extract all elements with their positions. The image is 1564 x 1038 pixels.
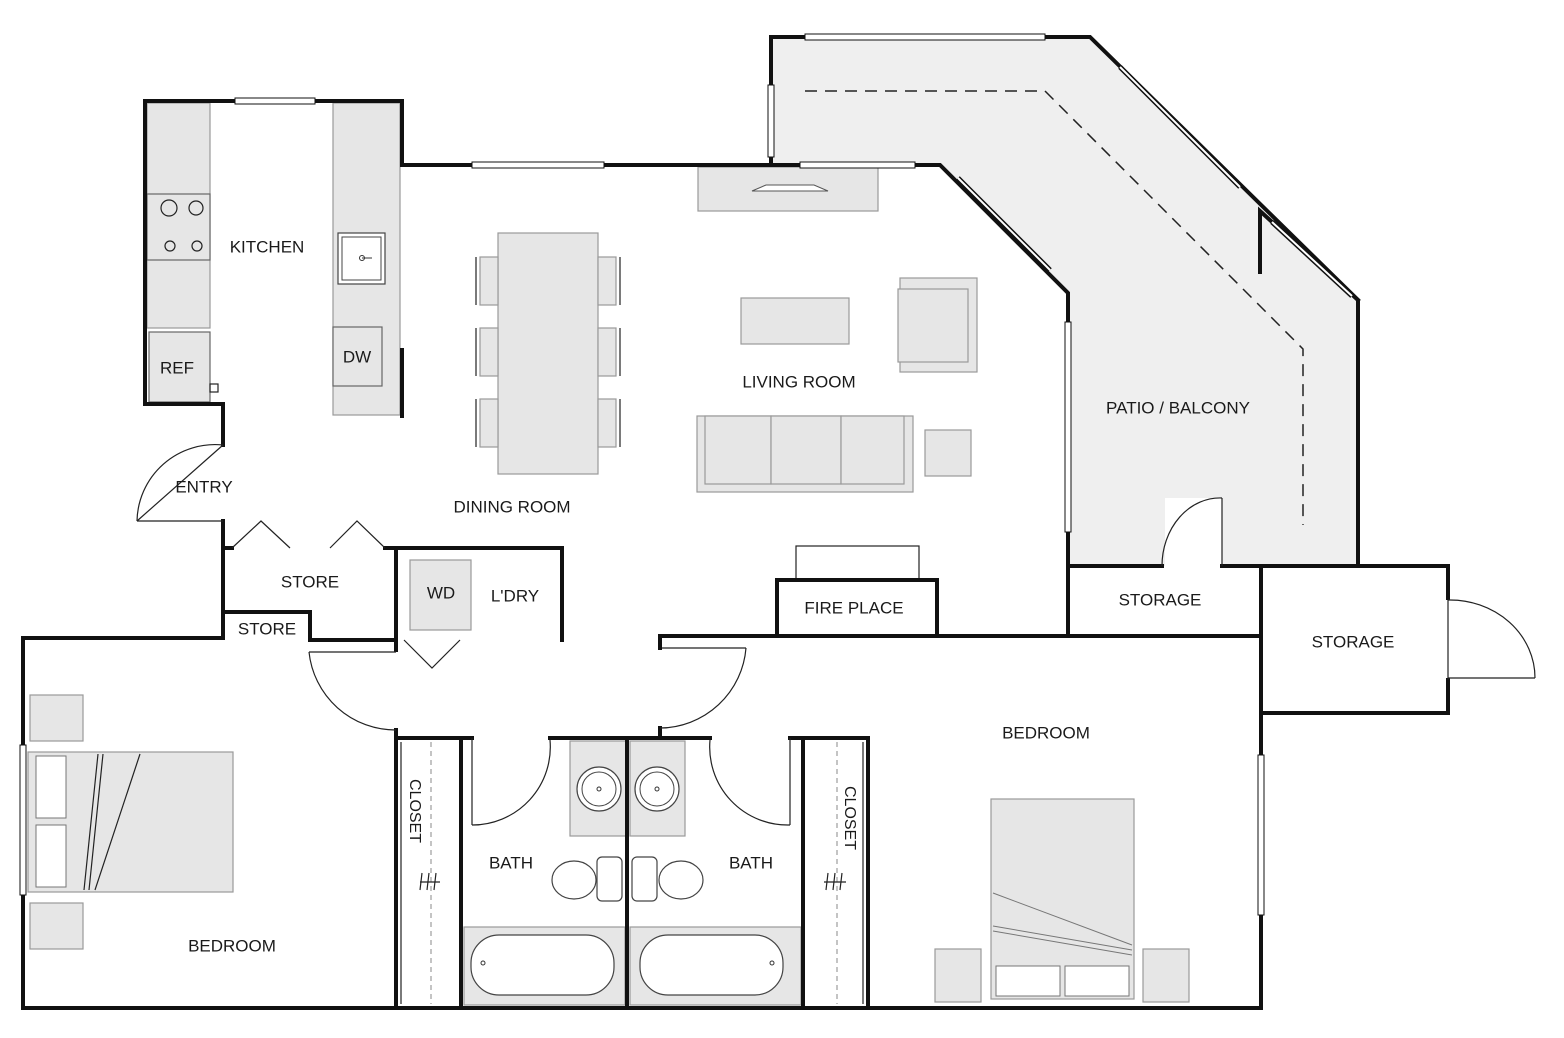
nightstand-right-1: [934, 948, 982, 1003]
closet-hanger-2-icon: [824, 872, 846, 891]
closet-hanger-1-icon: [419, 872, 440, 891]
bathtub-1-icon: [470, 934, 615, 996]
tv-icon: [751, 184, 829, 192]
ref-label: REF: [160, 358, 194, 377]
laundry-label: L'DRY: [491, 586, 539, 605]
bed-left-pillows: [35, 753, 141, 891]
armchair-seat: [897, 288, 969, 363]
bath-label-2: BATH: [729, 853, 773, 872]
door-swings: [136, 443, 1536, 826]
toilet-2-icon: [631, 856, 704, 902]
closet-label-1: CLOSET: [406, 779, 423, 843]
patio-balcony-label: PATIO / BALCONY: [1106, 398, 1250, 417]
washer-dryer: [409, 559, 472, 631]
patio-railing-line: [805, 90, 1304, 525]
sofa-cushions: [704, 415, 905, 485]
dining-chairs: [475, 256, 621, 448]
nightstand-top: [29, 694, 84, 742]
bed-right-pillows: [992, 892, 1133, 997]
store-label-2: STORE: [238, 619, 296, 638]
walls: [21, 35, 1450, 1010]
wd-label: WD: [427, 583, 455, 602]
storage-label-1: STORAGE: [1119, 590, 1202, 609]
dining-room-label: DINING ROOM: [453, 497, 570, 516]
bedroom-label-1: BEDROOM: [188, 936, 276, 955]
bathtub-2-icon: [639, 934, 784, 996]
fire-place-label: FIRE PLACE: [804, 598, 903, 617]
ref-handle: [209, 383, 219, 393]
entry-label: ENTRY: [175, 477, 232, 496]
windows: [19, 33, 1354, 916]
storage-label-2: STORAGE: [1312, 632, 1395, 651]
refrigerator: [148, 331, 211, 403]
coffee-table: [740, 297, 850, 345]
bedroom-label-2: BEDROOM: [1002, 723, 1090, 742]
dw-label: DW: [343, 347, 371, 366]
kitchen-label: KITCHEN: [230, 237, 305, 256]
stove-burners-icon: [160, 199, 204, 252]
nightstand-bottom: [29, 902, 84, 950]
dining-table: [497, 232, 599, 475]
dishwasher: [332, 326, 383, 387]
patio-area: [771, 37, 1358, 566]
bath-label-1: BATH: [489, 853, 533, 872]
bath-sink-1-icon: [576, 766, 622, 812]
closet-label-2: CLOSET: [841, 786, 858, 850]
side-table: [924, 429, 972, 477]
toilet-1-icon: [551, 856, 623, 902]
kitchen-sink-icon: [337, 232, 386, 285]
bath-sink-2-icon: [634, 766, 680, 812]
store-label-1: STORE: [281, 572, 339, 591]
living-room-label: LIVING ROOM: [742, 372, 855, 391]
nightstand-right-2: [1142, 948, 1190, 1003]
fireplace-hearth: [795, 545, 920, 582]
